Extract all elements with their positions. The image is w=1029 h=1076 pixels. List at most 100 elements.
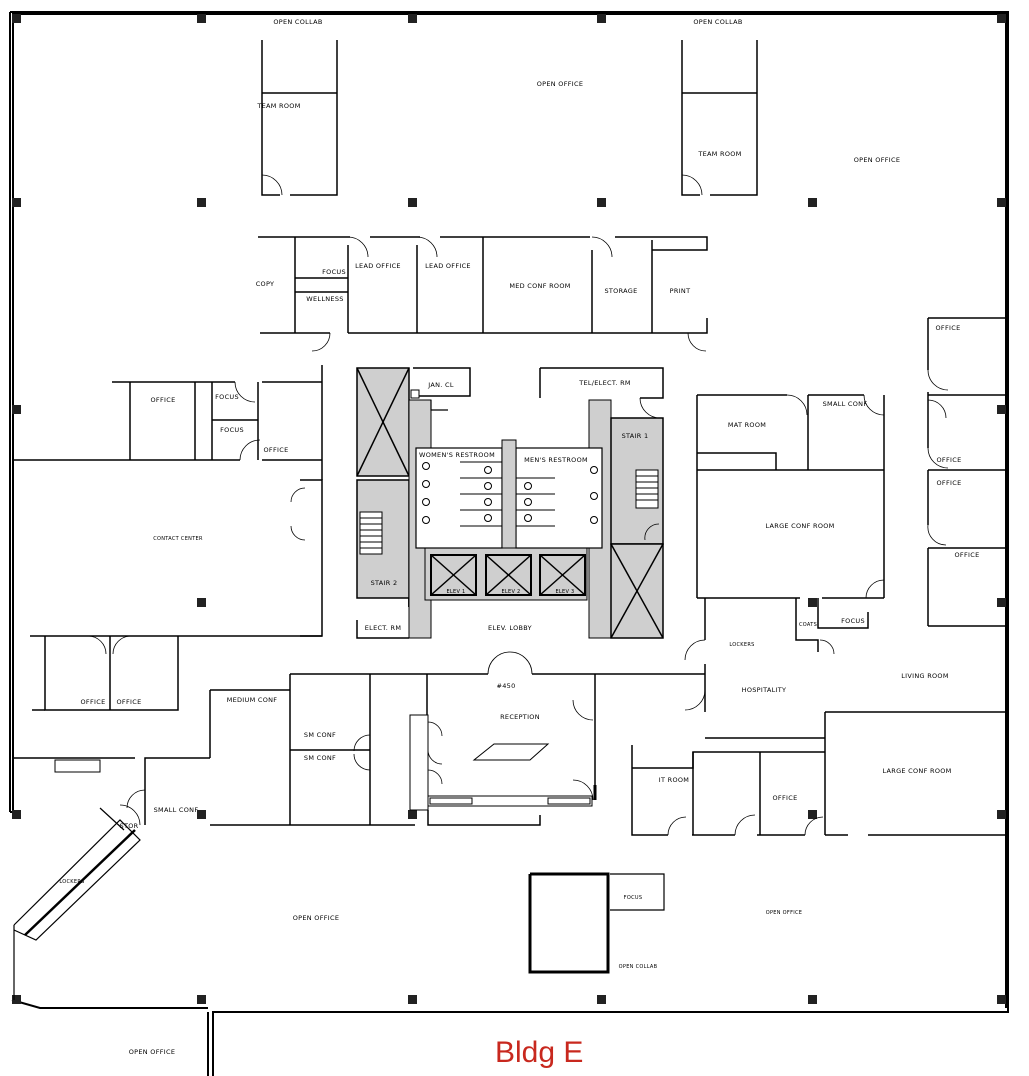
label-open-collab-left: OPEN COLLAB [273, 18, 322, 26]
svg-text:OPEN COLLAB: OPEN COLLAB [619, 964, 658, 970]
svg-text:OFFICE: OFFICE [151, 396, 176, 404]
svg-text:LARGE CONF ROOM: LARGE CONF ROOM [882, 767, 951, 775]
svg-text:IT ROOM: IT ROOM [659, 776, 689, 784]
label-lockers-left: LOCKERS [59, 879, 84, 885]
label-lead-office-1: LEAD OFFICE [355, 262, 401, 270]
svg-text:OPEN COLLAB: OPEN COLLAB [273, 18, 322, 26]
svg-text:STORAGE: STORAGE [604, 287, 637, 295]
svg-text:SMALL CONF: SMALL CONF [154, 806, 199, 814]
label-office-right-4: OFFICE [955, 551, 980, 559]
svg-text:OPEN OFFICE: OPEN OFFICE [766, 910, 803, 916]
team-room-right-walls [681, 40, 758, 196]
label-office-bottom-left-1: OFFICE [81, 698, 106, 706]
label-focus-bottom: FOCUS [624, 895, 643, 901]
label-open-collab-bottom: OPEN COLLAB [619, 964, 658, 970]
svg-text:LIVING ROOM: LIVING ROOM [901, 672, 949, 680]
svg-text:OPEN OFFICE: OPEN OFFICE [537, 80, 584, 88]
svg-text:STOR: STOR [120, 822, 139, 830]
label-office-right-3: OFFICE [937, 479, 962, 487]
bottom-left-office-walls [14, 635, 291, 825]
perimeter-columns [12, 14, 1006, 1004]
contact-center-walls [30, 479, 323, 637]
label-coats: COATS [799, 622, 817, 628]
svg-text:RECEPTION: RECEPTION [500, 713, 540, 721]
label-it-room: IT ROOM [659, 776, 689, 784]
svg-text:OPEN OFFICE: OPEN OFFICE [854, 156, 901, 164]
label-small-conf-right: SMALL CONF [823, 400, 868, 408]
label-open-office-top: OPEN OFFICE [537, 80, 584, 88]
label-large-conf-room-2: LARGE CONF ROOM [882, 767, 951, 775]
label-sm-conf-1: SM CONF [304, 731, 336, 739]
suite-number: #450 [496, 682, 515, 690]
label-reception: RECEPTION [500, 713, 540, 721]
label-focus-right: FOCUS [841, 617, 865, 625]
svg-text:OFFICE: OFFICE [937, 479, 962, 487]
svg-text:OPEN OFFICE: OPEN OFFICE [129, 1048, 176, 1056]
exterior-walls [9, 11, 1009, 1076]
svg-text:ELEV 1: ELEV 1 [446, 589, 465, 595]
label-open-office-top-right: OPEN OFFICE [854, 156, 901, 164]
svg-text:WOMEN'S RESTROOM: WOMEN'S RESTROOM [419, 451, 495, 459]
svg-text:SM CONF: SM CONF [304, 754, 336, 762]
svg-text:MEN'S RESTROOM: MEN'S RESTROOM [524, 456, 588, 464]
svg-text:ELECT. RM: ELECT. RM [365, 624, 402, 632]
label-focus-upper: FOCUS [322, 268, 346, 276]
svg-text:OFFICE: OFFICE [81, 698, 106, 706]
label-office-bottom-right: OFFICE [773, 794, 798, 802]
svg-text:CONTACT CENTER: CONTACT CENTER [153, 536, 203, 542]
right-room-walls [631, 317, 1006, 836]
svg-text:COPY: COPY [256, 280, 275, 288]
label-living-room: LIVING ROOM [901, 672, 949, 680]
label-office-right-2: OFFICE [937, 456, 962, 464]
label-elev-lobby: ELEV. LOBBY [488, 624, 532, 632]
label-print: PRINT [670, 287, 691, 295]
left-office-walls [14, 365, 323, 480]
label-focus-left-1: FOCUS [215, 393, 239, 401]
svg-text:OPEN OFFICE: OPEN OFFICE [293, 914, 340, 922]
svg-text:FOCUS: FOCUS [215, 393, 239, 401]
label-elev-1: ELEV 1 [446, 589, 465, 595]
label-med-conf-room: MED CONF ROOM [509, 282, 570, 290]
svg-text:SM CONF: SM CONF [304, 731, 336, 739]
svg-text:MAT ROOM: MAT ROOM [728, 421, 766, 429]
label-mat-room: MAT ROOM [728, 421, 766, 429]
svg-text:LARGE CONF ROOM: LARGE CONF ROOM [765, 522, 834, 530]
svg-text:LOCKERS: LOCKERS [729, 642, 754, 648]
svg-text:FOCUS: FOCUS [624, 895, 643, 901]
svg-text:LEAD OFFICE: LEAD OFFICE [355, 262, 401, 270]
label-elect-rm: ELECT. RM [365, 624, 402, 632]
north-room-row-walls [258, 236, 708, 352]
svg-text:WELLNESS: WELLNESS [306, 295, 343, 303]
svg-text:SMALL CONF: SMALL CONF [823, 400, 868, 408]
label-tel-elect-rm: TEL/ELECT. RM [578, 379, 631, 387]
label-stor: STOR [120, 822, 139, 830]
reception-walls [144, 651, 705, 826]
label-womens-restroom: WOMEN'S RESTROOM [419, 451, 495, 459]
svg-text:OFFICE: OFFICE [773, 794, 798, 802]
svg-text:HOSPITALITY: HOSPITALITY [742, 686, 787, 694]
svg-text:LOCKERS: LOCKERS [59, 879, 84, 885]
label-large-conf-room-1: LARGE CONF ROOM [765, 522, 834, 530]
label-mens-restroom: MEN'S RESTROOM [524, 456, 588, 464]
label-elev-2: ELEV 2 [501, 589, 520, 595]
svg-text:FOCUS: FOCUS [322, 268, 346, 276]
svg-text:#450: #450 [496, 682, 515, 690]
svg-text:OFFICE: OFFICE [264, 446, 289, 454]
svg-text:OFFICE: OFFICE [955, 551, 980, 559]
label-sm-conf-2: SM CONF [304, 754, 336, 762]
core [356, 367, 664, 639]
label-team-room-right: TEAM ROOM [697, 150, 741, 158]
label-stair-2: STAIR 2 [371, 579, 398, 587]
svg-text:STAIR 1: STAIR 1 [622, 432, 649, 440]
svg-text:MED CONF ROOM: MED CONF ROOM [509, 282, 570, 290]
south-area-walls [13, 759, 665, 1000]
label-office-right-top: OFFICE [936, 324, 961, 332]
label-office-left-1: OFFICE [151, 396, 176, 404]
svg-text:OFFICE: OFFICE [936, 324, 961, 332]
label-open-office-bottom: OPEN OFFICE [293, 914, 340, 922]
svg-text:TEAM ROOM: TEAM ROOM [256, 102, 300, 110]
label-stair-1: STAIR 1 [622, 432, 649, 440]
svg-text:ELEV 3: ELEV 3 [555, 589, 574, 595]
label-team-room-left: TEAM ROOM [256, 102, 300, 110]
label-small-conf-bottom: SMALL CONF [154, 806, 199, 814]
